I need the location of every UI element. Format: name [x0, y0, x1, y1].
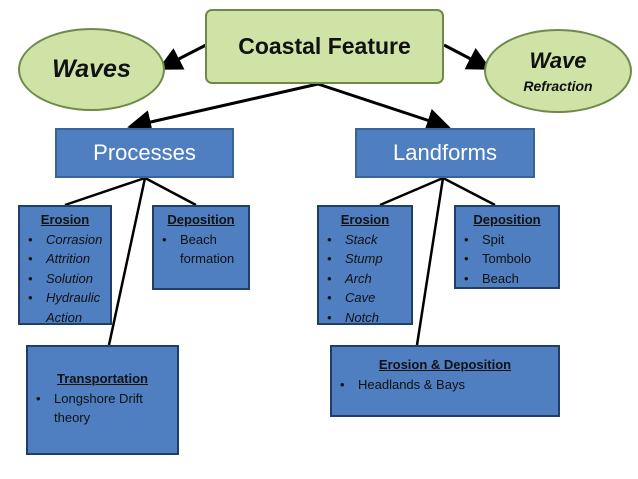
list-item: Corrasion [26, 230, 104, 250]
list-item: formation [180, 251, 235, 266]
landform-deposition-box: Deposition Spit Tombolo Beach [454, 205, 560, 289]
processes-node: Processes [55, 128, 234, 178]
list-item: Tombolo [462, 249, 552, 269]
landform-erosion-title: Erosion [340, 212, 390, 227]
list-item: Spit [462, 230, 552, 250]
list-item: Stack [325, 230, 405, 250]
transportation-list: Longshore Drift theory [34, 389, 171, 428]
list-item: Solution [26, 269, 104, 289]
erosion-deposition-title: Erosion & Deposition [378, 357, 512, 372]
list-item: theory [54, 410, 91, 425]
process-erosion-box: Erosion Corrasion Attrition Solution Hyd… [18, 205, 112, 325]
waves-node: Waves [18, 28, 165, 111]
erosion-deposition-box: Erosion & Deposition Headlands & Bays [330, 345, 560, 417]
arrow-root-to-processes [127, 82, 319, 134]
landforms-node: Landforms [355, 128, 535, 178]
coastal-feature-label: Coastal Feature [238, 33, 411, 59]
line-landforms-to-erosion-deposition [415, 177, 445, 346]
list-item: Longshore Drift [34, 389, 171, 409]
arrow-root-to-landforms [317, 82, 451, 132]
list-item: Action [46, 309, 83, 325]
process-deposition-box: Deposition Beach formation [152, 205, 250, 290]
landform-deposition-title: Deposition [473, 212, 541, 227]
line-processes-to-deposition [144, 176, 197, 207]
list-item: Cave [325, 288, 405, 308]
landforms-label: Landforms [393, 140, 497, 165]
process-deposition-title: Deposition [167, 212, 235, 227]
landform-erosion-list: Stack Stump Arch Cave Notch [325, 230, 405, 328]
line-processes-to-transportation [107, 177, 147, 346]
line-processes-to-erosion [64, 176, 146, 207]
arrow-root-to-waves [157, 43, 207, 70]
erosion-deposition-list: Headlands & Bays [338, 375, 552, 395]
transportation-title: Transportation [56, 371, 148, 386]
list-item: Hydraulic [26, 288, 104, 308]
line-landforms-to-erosion [379, 176, 444, 207]
line-landforms-to-deposition [442, 176, 496, 207]
list-item: Stump [325, 249, 405, 269]
list-item: Beach [160, 230, 242, 250]
coastal-feature-node: Coastal Feature [205, 9, 444, 84]
landform-deposition-list: Spit Tombolo Beach [462, 230, 552, 289]
waves-label: Waves [52, 55, 131, 83]
list-item: Headlands & Bays [338, 375, 552, 395]
landform-erosion-box: Erosion Stack Stump Arch Cave Notch [317, 205, 413, 328]
list-item: Arch [325, 269, 405, 289]
arrow-root-to-wave-refraction [443, 43, 492, 70]
wave-refraction-line2: Refraction [523, 78, 593, 94]
process-deposition-list: Beach formation [160, 230, 242, 269]
process-erosion-list: Corrasion Attrition Solution Hydraulic A… [26, 230, 104, 328]
list-item: Beach [462, 269, 552, 289]
processes-label: Processes [93, 140, 196, 165]
wave-refraction-line1: Wave [529, 48, 587, 73]
list-item: Attrition [26, 249, 104, 269]
process-erosion-title: Erosion [40, 212, 90, 227]
wave-refraction-node: Wave Refraction [484, 29, 632, 113]
transportation-box: Transportation Longshore Drift theory [26, 345, 179, 455]
list-item: Notch [325, 308, 405, 328]
